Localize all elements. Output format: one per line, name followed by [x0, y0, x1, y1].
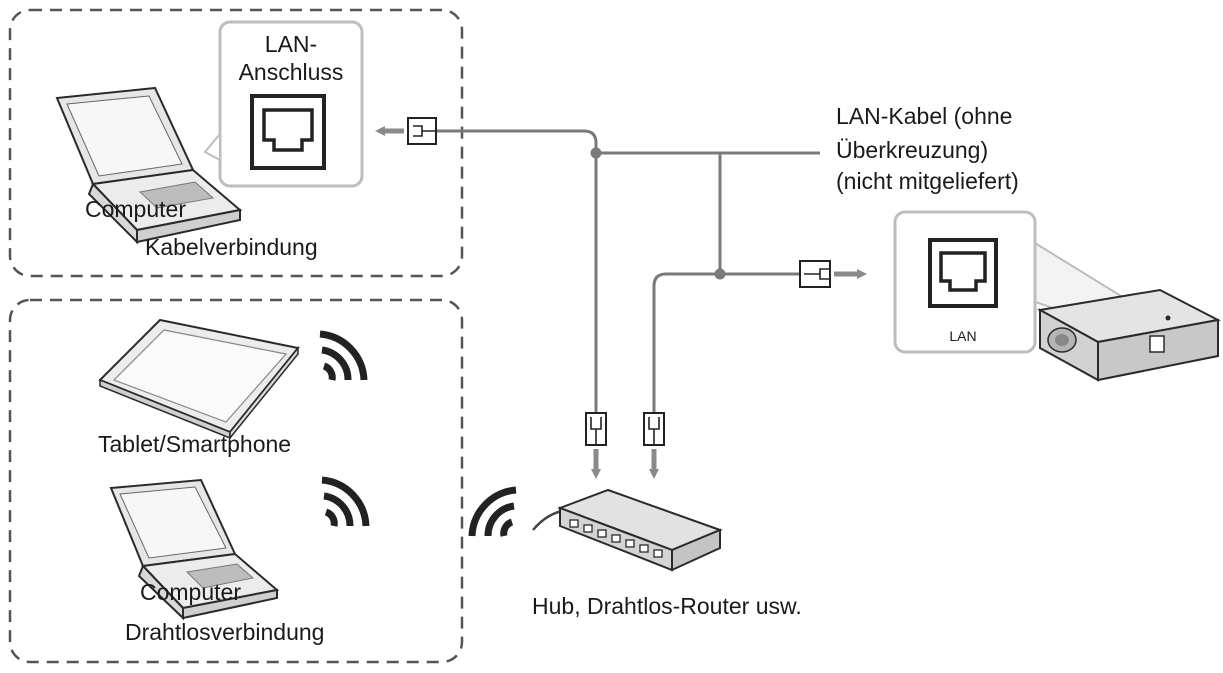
lan-port-icon — [928, 238, 998, 308]
cable-junction — [714, 268, 726, 280]
lan-port-icon — [250, 94, 326, 170]
lan-port-box-tail — [203, 131, 221, 162]
tablet-icon — [98, 318, 300, 441]
lan-cable-label-line3: (nicht mitgeliefert) — [836, 168, 1019, 194]
lan-port-label-line1: LAN- — [264, 31, 318, 57]
wireless-group-frame — [8, 298, 464, 664]
wired-computer-label: Computer — [85, 196, 186, 222]
hub-icon — [557, 488, 723, 572]
tablet-label: Tablet/Smartphone — [98, 431, 292, 457]
wired-group-frame — [8, 8, 464, 278]
lan-plug-icon — [643, 412, 665, 446]
lan-plug-icon — [407, 117, 437, 145]
laptop-icon — [109, 478, 280, 621]
wifi-icon — [319, 330, 368, 381]
lan-cable-label-line1: LAN-Kabel (ohne — [836, 103, 1013, 129]
hub-label: Hub, Drahtlos-Router usw. — [532, 593, 802, 619]
lan-cable-label-line2: Überkreuzung) — [836, 137, 989, 163]
wifi-icon — [468, 486, 517, 537]
projector-lan-port-label: LAN — [949, 328, 977, 344]
projector-icon — [1036, 288, 1222, 382]
cable-junction — [590, 147, 602, 159]
lan-plug-icon — [799, 260, 831, 288]
lan-port-label-line2: Anschluss — [238, 59, 344, 85]
wifi-icon — [321, 476, 370, 527]
wired-group-label: Kabelverbindung — [145, 234, 318, 260]
laptop-icon — [55, 86, 243, 245]
lan-plug-icon — [585, 412, 607, 446]
wireless-computer-label: Computer — [140, 579, 241, 605]
wireless-group-label: Drahtlosverbindung — [125, 619, 325, 645]
lan-cable-lines — [435, 129, 820, 413]
